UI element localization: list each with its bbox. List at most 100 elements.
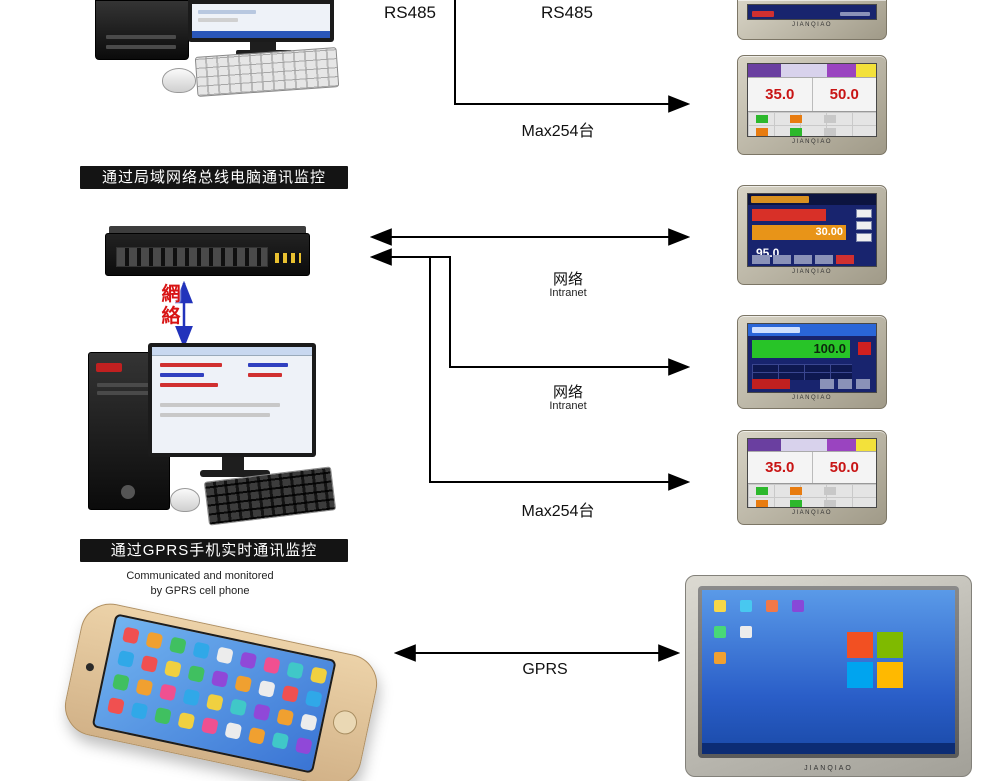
pc2-screen-text	[248, 363, 288, 367]
panel-taskbar	[702, 743, 955, 754]
switch-ports	[116, 247, 268, 267]
gprs-subtitle: Communicated and monitored by GPRS cell …	[90, 569, 310, 599]
controller-3-titlebar	[748, 324, 876, 336]
rs485-label-left: RS485	[384, 3, 436, 22]
controller-1: 35.0 50.0 JIANQIAO	[737, 55, 887, 155]
controller-1-values: 35.0 50.0	[748, 77, 876, 112]
pc2-screen-text	[160, 383, 218, 387]
intranet-label-1-en: Intranet	[549, 287, 587, 299]
pc1-drive-slot	[106, 45, 176, 49]
stop-button	[752, 379, 790, 389]
switch-leds	[275, 253, 301, 263]
controller-4-header	[748, 439, 876, 451]
pc2-screen-text	[248, 373, 282, 377]
titlebar-text	[751, 196, 809, 203]
network-switch	[105, 226, 310, 276]
controller-2-screen: 30.00 95.0	[747, 193, 877, 267]
pc1-monitor-stand	[250, 42, 276, 51]
bottom-button	[773, 255, 791, 264]
gprs-subtitle-line1: Communicated and monitored	[126, 570, 274, 582]
switch-body	[105, 233, 310, 276]
controller-cropped: JIANQIAO	[737, 0, 887, 40]
controller-3: 100.0 JIANQIAO	[737, 315, 887, 409]
controller-4: 35.0 50.0 JIANQIAO	[737, 430, 887, 525]
header-segment	[781, 64, 828, 77]
desktop-icons	[714, 600, 726, 612]
humidity-value: 50.0	[829, 86, 859, 103]
controller-2-titlebar	[748, 194, 876, 205]
temperature-value: 35.0	[748, 78, 813, 111]
switch-top	[109, 226, 306, 235]
controller-2: 30.00 95.0 JIANQIAO	[737, 185, 887, 285]
side-button	[856, 209, 872, 218]
intranet-label-1-cn: 网络	[552, 271, 583, 288]
gprs-link-label: GPRS	[522, 661, 568, 678]
smartphone	[59, 598, 383, 781]
phone-home-button	[330, 708, 360, 737]
controller-2-bottom-buttons	[752, 255, 854, 264]
pc1-monitor	[188, 0, 334, 42]
pc1-screen-taskbar	[192, 31, 330, 38]
touch-panel: JIANQIAO	[685, 575, 972, 777]
button-dots	[756, 487, 768, 495]
controller-cropped-indicator	[752, 11, 774, 17]
controller-1-header	[748, 64, 876, 77]
pc1-keyboard	[194, 47, 340, 97]
bottom-button	[794, 255, 812, 264]
max254-label-top: Max254台	[521, 123, 595, 140]
gprs-subtitle-line2: by GPRS cell phone	[150, 585, 250, 597]
phone-camera	[85, 662, 95, 672]
header-segment	[781, 439, 828, 451]
titlebar-text	[752, 327, 800, 333]
windows-logo	[847, 632, 903, 688]
pc1-drive-slot	[106, 35, 176, 39]
intranet-label-2-en: Intranet	[549, 400, 587, 412]
bottom-button	[752, 255, 770, 264]
humidity-value: 50.0	[829, 459, 859, 476]
header-segment	[748, 64, 782, 77]
header-segment	[748, 439, 782, 451]
pc1-tower	[95, 0, 189, 60]
brand-label: JIANQIAO	[791, 139, 832, 145]
bottom-button-red	[836, 255, 854, 264]
button-dots	[756, 115, 768, 123]
pc2-screen-text	[160, 403, 280, 407]
pc2-drive-slot	[97, 383, 159, 387]
brand-label: JIANQIAO	[791, 22, 832, 28]
header-segment	[855, 439, 876, 451]
gprs-section-banner: 通过GPRS手机实时通讯监控	[80, 539, 348, 562]
pc2-mouse	[170, 488, 200, 512]
controller-cropped-buttons	[840, 12, 870, 16]
brand-label: JIANQIAO	[791, 269, 832, 275]
pc2-app-toolbar	[152, 347, 312, 356]
controller-1-screen: 35.0 50.0	[747, 63, 877, 137]
pc2-screen-text	[160, 373, 204, 377]
pc2-screen-text	[160, 363, 222, 367]
pc2-drive-slot	[97, 391, 159, 395]
pc1-mouse	[162, 68, 196, 93]
controller-4-screen: 35.0 50.0	[747, 438, 877, 508]
header-segment	[827, 439, 856, 451]
pc2-monitor-stand	[222, 457, 244, 472]
pc1-screen	[192, 4, 330, 38]
brand-label: JIANQIAO	[791, 510, 832, 516]
controller-cropped-screen	[747, 4, 877, 20]
red-bar	[752, 209, 826, 221]
temperature-value: 35.0	[748, 452, 813, 483]
brand-label: JIANQIAO	[804, 765, 853, 772]
setpoint-bar: 30.00	[752, 225, 846, 240]
touch-panel-screen	[702, 590, 955, 754]
brand-label: JIANQIAO	[791, 395, 832, 401]
controller-4-buttons	[748, 484, 876, 507]
pc2-screen	[152, 347, 312, 453]
alarm-indicator	[858, 342, 871, 355]
pc1-screen-content	[198, 18, 238, 22]
pc1-screen-content	[198, 10, 256, 14]
network-vertical-label: 網絡	[161, 284, 181, 327]
controller-1-buttons	[748, 112, 876, 136]
header-segment	[855, 64, 876, 77]
pc2-screen-text	[160, 413, 270, 417]
bottom-button	[815, 255, 833, 264]
rs485-label-right: RS485	[541, 3, 593, 22]
